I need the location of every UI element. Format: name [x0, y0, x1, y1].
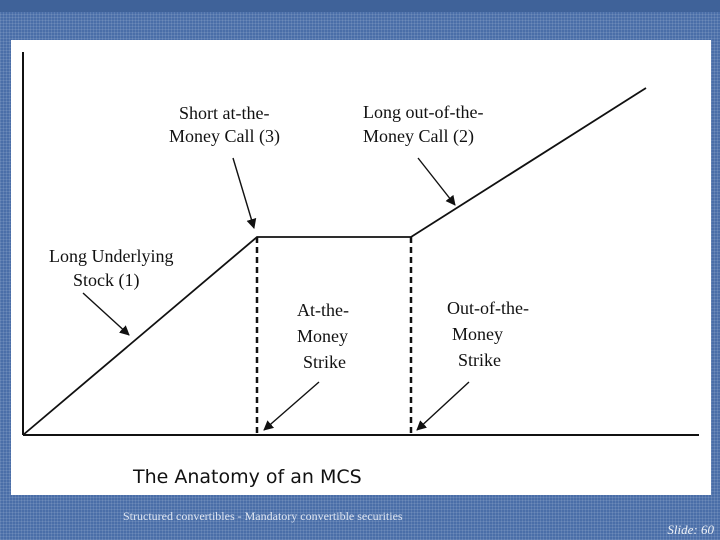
short-call-arrow	[232, 157, 257, 229]
long-call-label: Long out-of-the- Money Call (2)	[363, 102, 488, 147]
long-stock-label-line: Long Underlying	[49, 246, 173, 266]
otm-strike-label-line: Strike	[458, 350, 501, 370]
atm-strike-label-line: Money	[297, 326, 348, 346]
atm-strike-label-line: Strike	[303, 352, 346, 372]
long-call-label-line: Long out-of-the-	[363, 102, 483, 122]
otm-strike-label: Out-of-the- Money Strike	[447, 298, 533, 370]
mcs-payoff-diagram: Short at-the- Money Call (3) Long out-of…	[22, 52, 699, 488]
otm-strike-arrow	[416, 381, 470, 431]
atm-strike-label: At-the- Money Strike	[297, 300, 353, 372]
long-call-arrow	[417, 157, 456, 206]
short-call-label-line: Short at-the-	[179, 103, 269, 123]
slide-number: Slide: 60	[667, 522, 714, 537]
long-stock-label-line: Stock (1)	[73, 270, 140, 291]
figure-caption: The Anatomy of an MCS	[132, 466, 362, 488]
long-call-label-line: Money Call (2)	[363, 126, 474, 147]
payoff-line	[22, 87, 647, 436]
otm-strike-label-line: Money	[452, 324, 503, 344]
short-call-label-line: Money Call (3)	[169, 126, 280, 147]
long-stock-label: Long Underlying Stock (1)	[49, 246, 178, 291]
short-call-label: Short at-the- Money Call (3)	[169, 103, 280, 147]
long-stock-arrow	[82, 292, 130, 336]
otm-strike-label-line: Out-of-the-	[447, 298, 529, 318]
footer-text: Structured convertibles - Mandatory conv…	[123, 509, 403, 523]
figure-panel: Short at-the- Money Call (3) Long out-of…	[11, 40, 711, 495]
atm-strike-label-line: At-the-	[297, 300, 349, 320]
atm-strike-arrow	[263, 381, 320, 431]
top-band	[0, 0, 720, 12]
